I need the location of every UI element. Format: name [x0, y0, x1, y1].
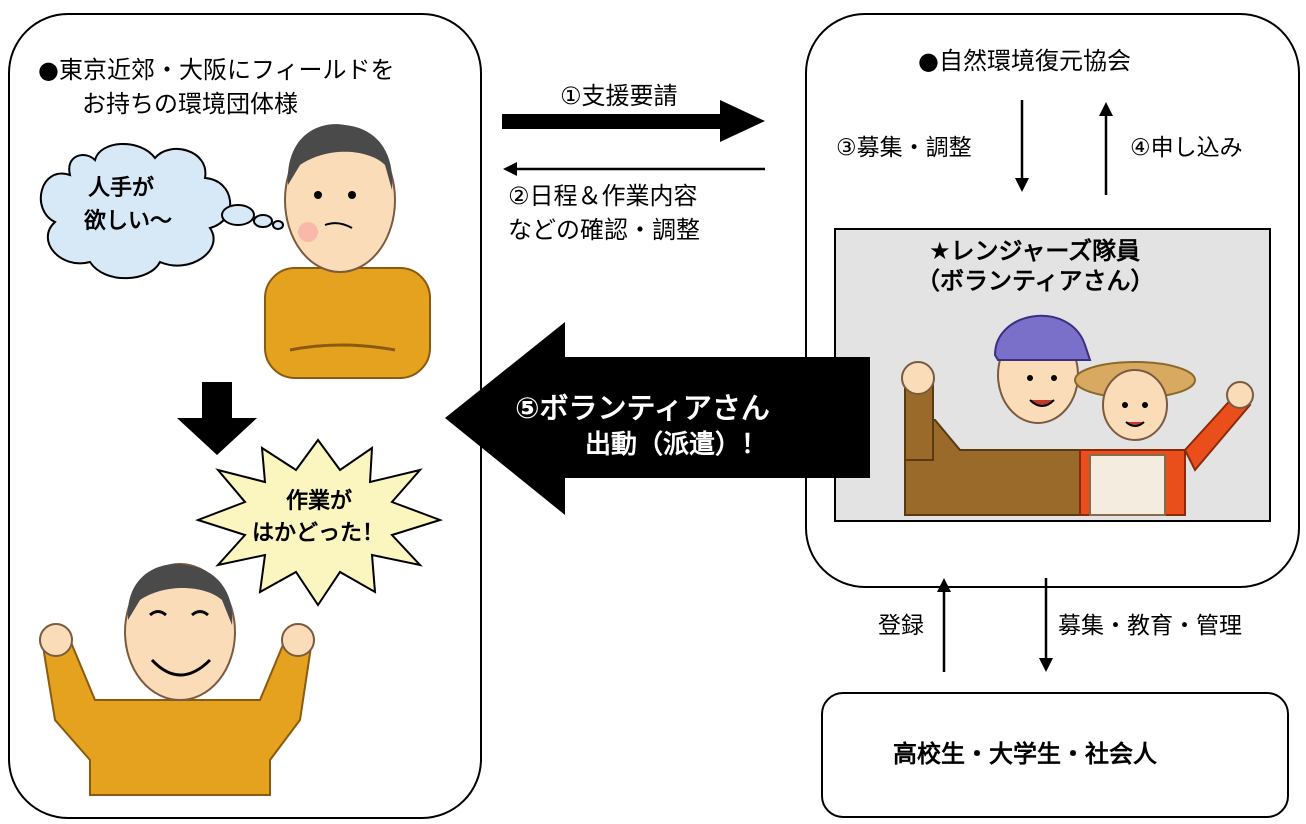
register-label: 登録: [878, 613, 924, 639]
step3-label: ③募集・調整: [836, 135, 972, 161]
step5-label-line2: 出動（派遣）！: [585, 430, 768, 460]
step2-label-line2: などの確認・調整: [508, 216, 700, 244]
field-org-title-line2: お持ちの環境団体様: [82, 90, 298, 118]
burst-text-line1: 作業が: [286, 489, 353, 514]
field-org-title-line1: ●東京近郊・大阪にフィールドを: [38, 56, 395, 84]
burst-text-line2: はかどった！: [252, 521, 385, 546]
thought-text-line2: 欲しい〜: [84, 209, 173, 234]
rangers-title-line2: （ボランティアさん）: [916, 267, 1155, 295]
recruit-label: 募集・教育・管理: [1058, 613, 1242, 639]
rangers-title-line1: ★レンジャーズ隊員: [929, 237, 1141, 265]
step1-label: ①支援要請: [560, 82, 678, 110]
step5-label-line1: ⑤ボランティアさん: [515, 391, 770, 425]
step2-label-line1: ②日程＆作業内容: [508, 182, 698, 210]
association-title: ●自然環境復元協会: [918, 47, 1131, 75]
step4-label: ④申し込み: [1130, 135, 1243, 161]
thought-text-line1: 人手が: [88, 176, 155, 201]
participants-label: 高校生・大学生・社会人: [893, 740, 1157, 768]
participants-box: [821, 692, 1289, 818]
